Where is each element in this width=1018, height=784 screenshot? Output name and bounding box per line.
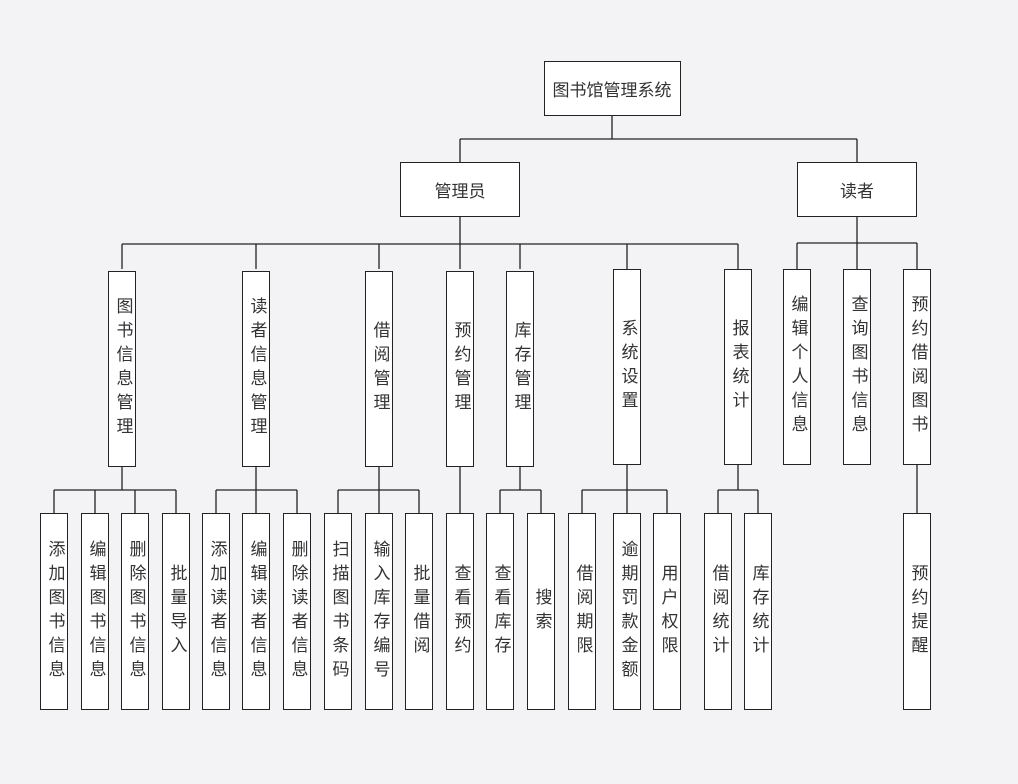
role-node-admin-label: 管理员 — [434, 182, 486, 202]
function-node: 逾期罚款金额 — [613, 513, 641, 710]
function-node-label: 搜索 — [531, 587, 552, 636]
module-node-m3-label: 借阅管理 — [369, 321, 390, 417]
root-node-label: 图书馆管理系统 — [552, 81, 672, 101]
module-node-m4: 预约管理 — [446, 271, 474, 467]
function-node-label: 借阅统计 — [708, 563, 729, 660]
function-node-label: 预约提醒 — [907, 563, 928, 660]
module-node-m7: 报表统计 — [724, 269, 752, 465]
module-node-r3: 预约借阅图书 — [903, 269, 931, 465]
module-node-m4-label: 预约管理 — [450, 321, 471, 417]
function-node-label: 批量导入 — [166, 563, 187, 660]
root-node: 图书馆管理系统 — [543, 61, 681, 116]
module-node-m6: 系统设置 — [613, 269, 641, 465]
module-node-m2: 读者信息管理 — [242, 271, 270, 467]
module-node-m7-label: 报表统计 — [728, 319, 749, 415]
function-node: 用户权限 — [653, 513, 681, 710]
function-node-label: 扫描图书条码 — [328, 539, 349, 684]
function-node: 输入库存编号 — [365, 513, 393, 710]
role-node-admin: 管理员 — [400, 162, 520, 217]
function-node-label: 批量借阅 — [409, 563, 430, 660]
function-node: 库存统计 — [744, 513, 772, 710]
function-node-label: 库存统计 — [748, 563, 769, 660]
function-node-label: 逾期罚款金额 — [617, 539, 638, 684]
function-node-label: 用户权限 — [657, 563, 678, 660]
function-node: 批量导入 — [162, 513, 190, 710]
module-node-m5: 库存管理 — [506, 271, 534, 467]
module-node-m2-label: 读者信息管理 — [246, 297, 267, 441]
module-node-r2: 查询图书信息 — [843, 269, 871, 465]
function-node-label: 输入库存编号 — [369, 539, 390, 684]
function-node: 查看库存 — [486, 513, 514, 710]
module-node-m3: 借阅管理 — [365, 271, 393, 467]
module-node-m1-label: 图书信息管理 — [112, 297, 133, 441]
function-node: 编辑读者信息 — [242, 513, 270, 710]
module-node-r1: 编辑个人信息 — [783, 269, 811, 465]
function-node: 添加读者信息 — [202, 513, 230, 710]
function-node: 添加图书信息 — [40, 513, 68, 710]
module-node-m1: 图书信息管理 — [108, 271, 136, 467]
function-node: 搜索 — [527, 513, 555, 710]
function-node: 批量借阅 — [405, 513, 433, 710]
module-node-r3-label: 预约借阅图书 — [907, 295, 928, 439]
function-node-label: 查看预约 — [450, 563, 471, 660]
function-node: 编辑图书信息 — [81, 513, 109, 710]
function-node: 预约提醒 — [903, 513, 931, 710]
function-node-label: 借阅期限 — [572, 563, 593, 660]
function-node: 删除读者信息 — [283, 513, 311, 710]
function-node-label: 添加读者信息 — [206, 539, 227, 684]
function-node: 借阅统计 — [704, 513, 732, 710]
module-node-r1-label: 编辑个人信息 — [787, 295, 808, 439]
module-node-m6-label: 系统设置 — [617, 319, 638, 415]
function-node-label: 删除图书信息 — [125, 539, 146, 684]
function-node: 扫描图书条码 — [324, 513, 352, 710]
role-node-reader: 读者 — [797, 162, 917, 217]
function-node: 删除图书信息 — [121, 513, 149, 710]
module-node-m5-label: 库存管理 — [510, 321, 531, 417]
module-node-r2-label: 查询图书信息 — [847, 295, 868, 439]
function-node: 查看预约 — [446, 513, 474, 710]
function-node-label: 添加图书信息 — [44, 539, 65, 684]
function-node: 借阅期限 — [568, 513, 596, 710]
function-node-label: 删除读者信息 — [287, 539, 308, 684]
function-node-label: 编辑读者信息 — [246, 539, 267, 684]
function-node-label: 编辑图书信息 — [85, 539, 106, 684]
role-node-reader-label: 读者 — [840, 182, 874, 202]
function-node-label: 查看库存 — [490, 563, 511, 660]
